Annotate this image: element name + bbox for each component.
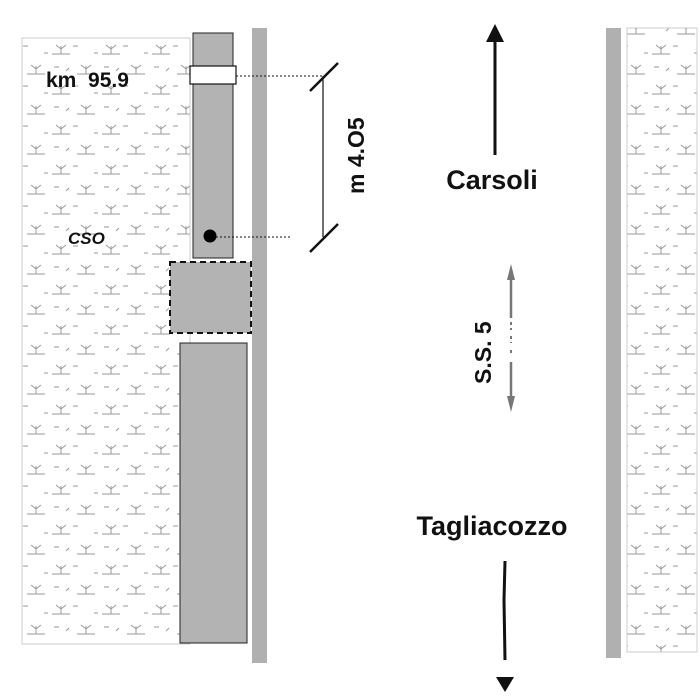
destination-tagliacozzo: Tagliacozzo [416,511,567,541]
cso-point [203,229,217,243]
right-verge [626,27,698,653]
road-name-label: S.S. 5 [470,321,496,384]
km-marker-post [189,65,237,85]
dimension-tick-top [309,62,339,92]
layby-proposed [169,261,252,334]
layby-lower [179,342,248,644]
km-marker-label: km 95.9 [46,69,129,92]
left-kerb [252,28,267,663]
arrow-down-icon [496,560,514,692]
right-kerb [606,28,621,658]
arrow-up-icon [486,24,504,155]
distance-label: m 4.O5 [343,117,369,194]
dimension-tick-bottom [309,223,339,253]
left-verge [21,37,191,645]
destination-carsoli: Carsoli [446,165,538,195]
cso-label: CSO [68,229,105,248]
double-arrow-icon [507,264,515,412]
